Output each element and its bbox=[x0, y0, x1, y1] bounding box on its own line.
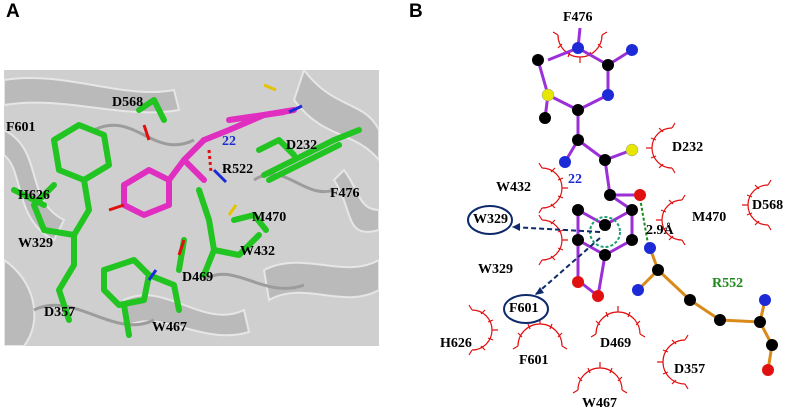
arc-w432 bbox=[538, 162, 568, 214]
ligand-bonds bbox=[536, 27, 640, 298]
label-h626: H626 bbox=[18, 188, 50, 203]
hydrophobic-arcs bbox=[468, 31, 772, 394]
label-d469: D469 bbox=[600, 336, 632, 351]
arrowhead-w329 bbox=[512, 223, 520, 231]
label-f476: F476 bbox=[330, 186, 360, 201]
label-d232: D232 bbox=[286, 138, 318, 153]
arc-d469 bbox=[590, 306, 646, 338]
render-drawing bbox=[4, 70, 379, 346]
label-d357: D357 bbox=[44, 305, 76, 320]
ellipse-w329 bbox=[467, 205, 513, 235]
ellipse-f601 bbox=[503, 294, 549, 324]
arc-d357 bbox=[657, 334, 689, 390]
panel-a-letter: A bbox=[6, 1, 20, 22]
panel-b-letter: B bbox=[409, 1, 423, 22]
arc-d568 bbox=[742, 179, 772, 231]
label-f601-circled: F601 bbox=[509, 301, 539, 316]
pi-stacking-lines bbox=[511, 226, 601, 296]
arc-f601 bbox=[512, 318, 568, 350]
arc-h626 bbox=[468, 304, 498, 356]
hbond-dash bbox=[207, 149, 213, 173]
label-ligand-22: 22 bbox=[568, 172, 582, 187]
label-d568: D568 bbox=[112, 95, 144, 110]
label-w432: W432 bbox=[496, 180, 531, 195]
label-w432: W432 bbox=[240, 244, 275, 259]
label-h626: H626 bbox=[440, 336, 472, 351]
label-m470: M470 bbox=[252, 210, 287, 225]
label-f601: F601 bbox=[519, 353, 549, 368]
ligand-sticks bbox=[121, 107, 297, 218]
hbond-line bbox=[639, 197, 649, 245]
label-d357: D357 bbox=[674, 362, 706, 377]
label-r522: R522 bbox=[222, 162, 254, 177]
label-d232: D232 bbox=[672, 140, 704, 155]
arrowhead-f601 bbox=[535, 287, 544, 295]
label-f476: F476 bbox=[563, 10, 593, 25]
label-ligand-22: 22 bbox=[222, 134, 236, 149]
label-d568: D568 bbox=[752, 198, 784, 213]
arc-w329 bbox=[538, 214, 568, 266]
stick-oxygens bbox=[108, 124, 186, 256]
label-w329: W329 bbox=[18, 236, 53, 251]
label-f601: F601 bbox=[6, 120, 36, 135]
arc-m470 bbox=[656, 194, 686, 246]
label-w467: W467 bbox=[582, 396, 617, 411]
interaction-diagram: F476 D232 22 W432 W329 M470 D568 2.9Å W3… bbox=[400, 0, 803, 414]
stick-sulfurs bbox=[227, 83, 277, 216]
arc-d232 bbox=[646, 122, 676, 174]
atoms bbox=[532, 42, 778, 376]
label-m470: M470 bbox=[692, 210, 727, 225]
label-distance: 2.9Å bbox=[646, 223, 674, 238]
arc-w467 bbox=[572, 362, 628, 394]
diagram-drawing bbox=[467, 27, 778, 394]
binding-pose-render: D568 F601 22 D232 R522 F476 H626 M470 W3… bbox=[4, 70, 379, 346]
residue-sticks bbox=[11, 97, 362, 338]
stick-nitrogens bbox=[147, 104, 303, 281]
label-w329-circled: W329 bbox=[473, 212, 508, 227]
label-d469: D469 bbox=[182, 270, 214, 285]
label-w329: W329 bbox=[478, 262, 513, 277]
label-r552: R552 bbox=[712, 276, 744, 291]
label-w467: W467 bbox=[152, 320, 187, 335]
